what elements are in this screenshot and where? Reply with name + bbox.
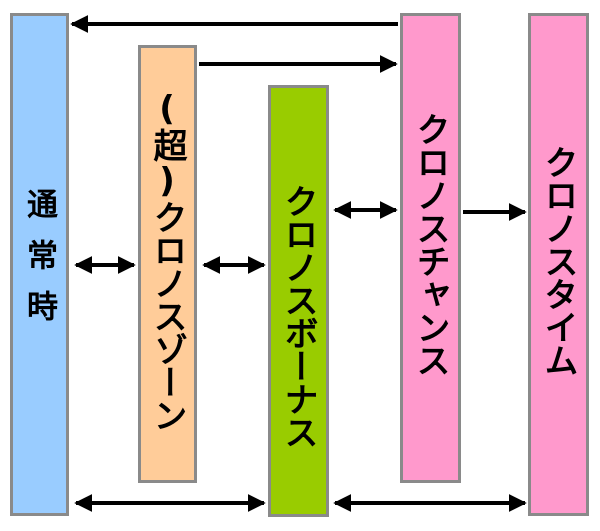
state-label-chronos-bonus: クロノスボーナス [278, 184, 318, 448]
state-box-chronos-bonus: クロノスボーナス [268, 85, 329, 517]
state-box-chronos-zone: (超)クロノスゾーン [138, 45, 197, 483]
state-label-chronos-time: クロノスタイム [538, 145, 578, 376]
state-label-normal: 通常時 [21, 188, 57, 341]
state-label-chronos-chance: クロノスチャンス [410, 112, 450, 376]
state-box-chronos-chance: クロノスチャンス [400, 13, 461, 483]
state-label-chronos-zone: (超)クロノスゾーン [147, 89, 187, 431]
state-box-chronos-time: クロノスタイム [528, 13, 589, 516]
state-box-normal: 通常時 [10, 13, 69, 516]
